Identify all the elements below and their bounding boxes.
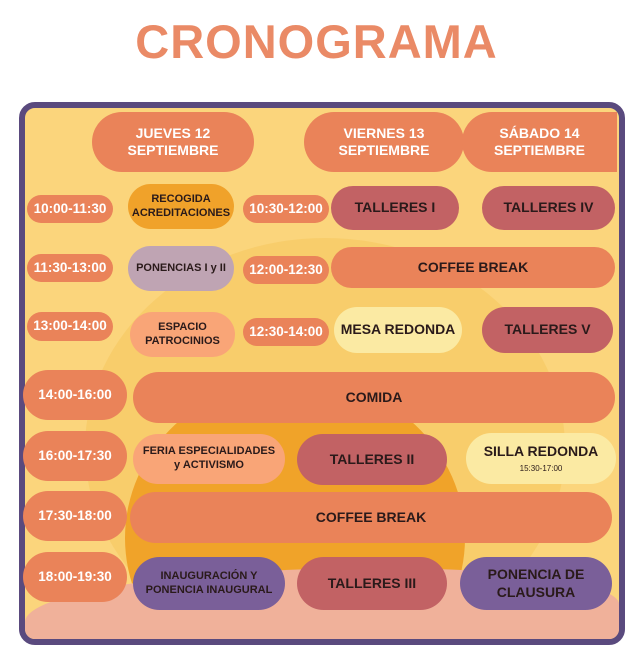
time-slot: 16:00-17:30	[23, 431, 127, 481]
event-recogida: RECOGIDA ACREDITACIONES	[128, 184, 234, 229]
silla-redonda-label: SILLA REDONDA	[483, 443, 599, 460]
event-ponencias: PONENCIAS I y II	[128, 246, 234, 291]
event-ponencia-clausura: PONENCIA DE CLAUSURA	[460, 557, 612, 610]
time-slot: 13:00-14:00	[27, 312, 113, 341]
event-coffee-break: COFFEE BREAK	[331, 247, 615, 288]
time-slot: 18:00-19:30	[23, 552, 127, 602]
event-comida: COMIDA	[133, 372, 615, 423]
page-title: CRONOGRAMA	[135, 15, 498, 68]
friday-time-slot: 10:30-12:00	[243, 195, 329, 223]
event-silla-redonda: SILLA REDONDA 15:30-17:00	[466, 433, 616, 484]
silla-redonda-time: 15:30-17:00	[519, 463, 563, 473]
event-talleres-4: TALLERES IV	[482, 186, 615, 230]
event-inauguracion: INAUGURACIÓN Y PONENCIA INAUGURAL	[133, 557, 285, 610]
event-mesa-redonda: MESA REDONDA	[334, 307, 462, 353]
event-feria: FERIA ESPECIALIDADES y ACTIVISMO	[133, 434, 285, 484]
event-espacio-patrocinios: ESPACIO PATROCINIOS	[130, 312, 235, 357]
event-coffee-break-2: COFFEE BREAK	[130, 492, 612, 543]
friday-time-slot: 12:00-12:30	[243, 256, 329, 284]
time-slot: 11:30-13:00	[27, 254, 113, 282]
friday-time-slot: 12:30-14:00	[243, 318, 329, 346]
time-slot: 10:00-11:30	[27, 195, 113, 223]
time-slot: 17:30-18:00	[23, 491, 127, 541]
event-talleres-1: TALLERES I	[331, 186, 459, 230]
event-talleres-2: TALLERES II	[297, 434, 447, 485]
time-slot: 14:00-16:00	[23, 370, 127, 420]
event-talleres-3: TALLERES III	[297, 557, 447, 610]
event-talleres-5: TALLERES V	[482, 307, 613, 353]
